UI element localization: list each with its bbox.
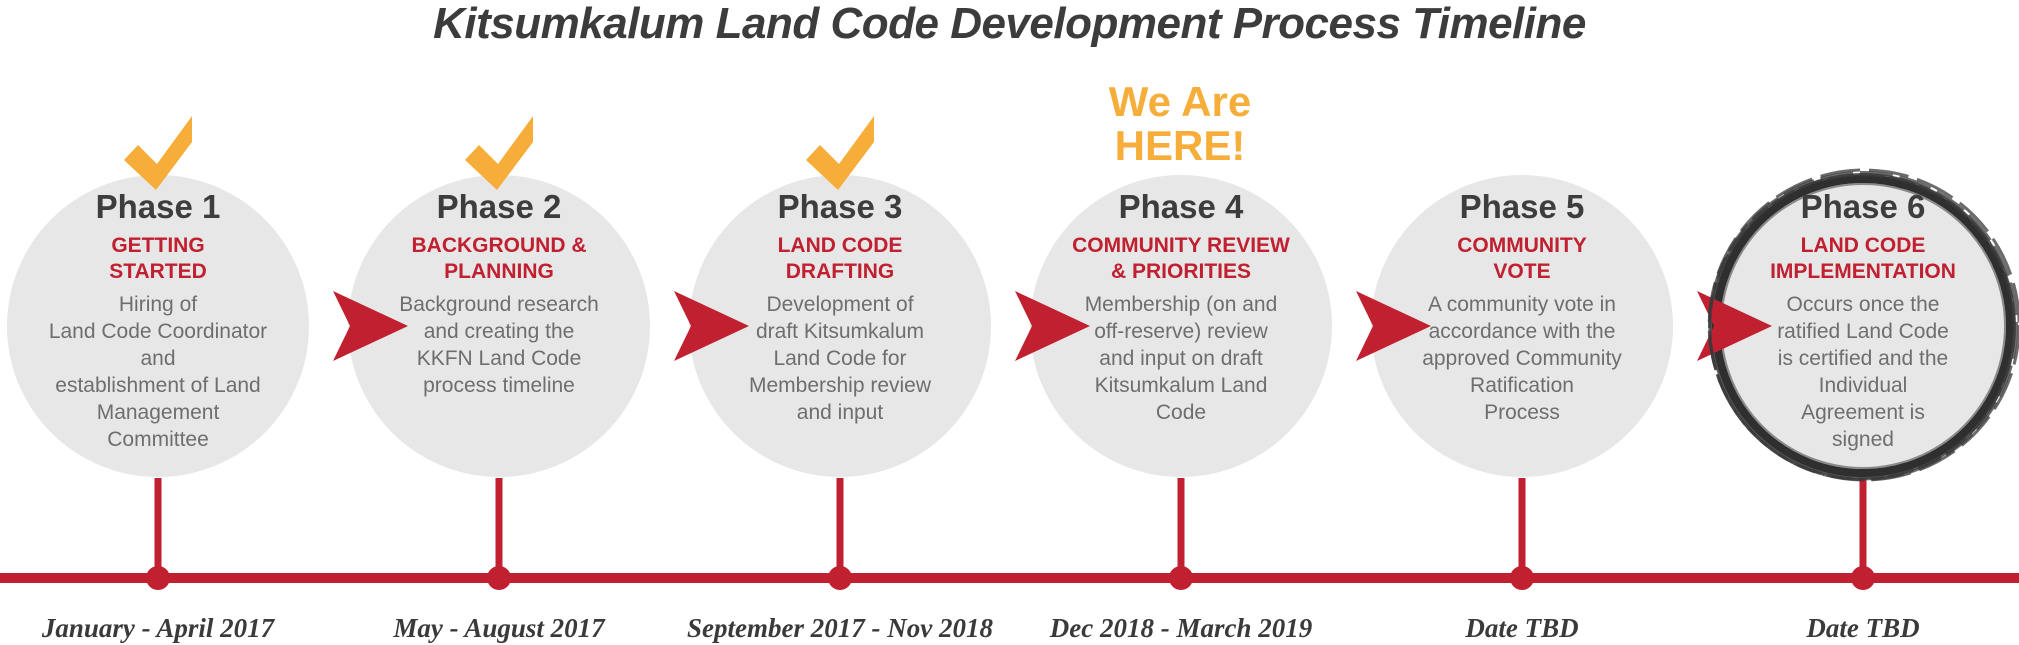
phase-title: Phase 1 bbox=[95, 188, 221, 225]
timeline-stem bbox=[836, 478, 844, 578]
phase-subtitle-line: VOTE bbox=[1493, 260, 1551, 283]
phase-description-line: Hiring of bbox=[118, 293, 198, 316]
timeline-node bbox=[1510, 566, 1534, 590]
phase-description-line: Land Code for bbox=[773, 347, 907, 370]
phase-subtitle: GETTING STARTED bbox=[7, 233, 309, 285]
phase-date: Date TBD bbox=[1465, 613, 1579, 643]
phase-description-line: Occurs once the bbox=[1786, 293, 1940, 316]
chevron-right-icon bbox=[1697, 291, 1772, 361]
phase-title: Phase 4 bbox=[1118, 188, 1244, 225]
phase-date: May - August 2017 bbox=[393, 613, 605, 643]
phase-subtitle-line: PLANNING bbox=[444, 260, 554, 283]
phase-subtitle: LAND CODE DRAFTING bbox=[689, 233, 991, 285]
phase-description-line: Membership (on and bbox=[1084, 293, 1278, 316]
checkmark-icon bbox=[806, 116, 874, 190]
phase-date: Dec 2018 - March 2019 bbox=[1049, 613, 1313, 643]
timeline-stem bbox=[495, 478, 503, 578]
phase-subtitle: LAND CODE IMPLEMENTATION bbox=[1720, 233, 2006, 285]
phase-title: Phase 5 bbox=[1459, 188, 1585, 225]
phase-description: Membership (on and off-reserve) review and… bbox=[1030, 291, 1332, 426]
phase-subtitle-line: & PRIORITIES bbox=[1110, 260, 1252, 283]
timeline-stem bbox=[1177, 478, 1185, 578]
current-marker-line-2: HERE! bbox=[1114, 122, 1246, 169]
phase-circle: Phase 1 GETTING STARTED Hiring of Land Code … bbox=[7, 175, 309, 477]
chevron-right-icon bbox=[1015, 291, 1090, 361]
current-marker-line-1: We Are bbox=[1108, 78, 1252, 125]
phase-description-line: Land Code Coordinator bbox=[48, 320, 268, 343]
phase-description-line: Ratification bbox=[1470, 374, 1574, 397]
timeline-stem bbox=[154, 478, 162, 578]
phase-description: Hiring of Land Code Coordinator and establi… bbox=[7, 291, 309, 453]
phase-description-line: Membership review bbox=[748, 374, 932, 397]
phase-subtitle: BACKGROUND & PLANNING bbox=[348, 233, 650, 285]
phase-description-line: accordance with the bbox=[1428, 320, 1616, 343]
phase-subtitle-line: COMMUNITY REVIEW bbox=[1072, 234, 1290, 257]
phase-description-line: approved Community bbox=[1422, 347, 1622, 370]
phase-subtitle-line: LAND CODE bbox=[1800, 234, 1926, 257]
phase-title: Phase 6 bbox=[1800, 188, 1926, 225]
phase-description-line: Management bbox=[96, 401, 220, 424]
phase-description-line: ratified Land Code bbox=[1777, 320, 1949, 343]
timeline-node bbox=[487, 566, 511, 590]
chevron-right-icon bbox=[1356, 291, 1431, 361]
phase-description-line: Code bbox=[1155, 401, 1207, 424]
phase-date: September 2017 - Nov 2018 bbox=[687, 613, 993, 643]
phase-subtitle-line: DRAFTING bbox=[785, 260, 895, 283]
phase-description-line: Process bbox=[1484, 401, 1560, 424]
phase-circle: Phase 2 BACKGROUND & PLANNING Background re… bbox=[348, 175, 650, 477]
timeline-node bbox=[828, 566, 852, 590]
phase-subtitle-line: GETTING bbox=[111, 234, 205, 257]
timeline-bar bbox=[0, 573, 2019, 583]
phase-description-line: and creating the bbox=[423, 320, 575, 343]
timeline-node bbox=[1169, 566, 1193, 590]
phase-subtitle: COMMUNITY REVIEW & PRIORITIES bbox=[1030, 233, 1332, 285]
phase-description-line: process timeline bbox=[423, 374, 575, 397]
phase-subtitle-line: STARTED bbox=[109, 260, 207, 283]
current-phase-marker: We Are HERE! bbox=[1080, 80, 1280, 168]
phase-description-line: Background research bbox=[399, 293, 599, 316]
checkmark-icon bbox=[465, 116, 533, 190]
phase-description-line: A community vote in bbox=[1428, 293, 1616, 316]
phase-description-line: and input bbox=[796, 401, 884, 424]
phase-subtitle-line: IMPLEMENTATION bbox=[1770, 260, 1956, 283]
timeline-stem bbox=[1859, 478, 1867, 578]
phase-description-line: off-reserve) review bbox=[1094, 320, 1268, 343]
phase-subtitle-line: LAND CODE bbox=[777, 234, 903, 257]
phase-description: A community vote in accordance with the ap… bbox=[1371, 291, 1673, 426]
phase-description-line: Individual bbox=[1818, 374, 1908, 397]
phase-title: Phase 3 bbox=[777, 188, 903, 225]
chevron-right-icon bbox=[674, 291, 749, 361]
phase-subtitle-line: COMMUNITY bbox=[1457, 234, 1587, 257]
phase-description-line: draft Kitsumkalum bbox=[755, 320, 925, 343]
checkmark-icon bbox=[124, 116, 192, 190]
phase-description: Occurs once the ratified Land Code is cert… bbox=[1720, 291, 2006, 453]
brush-ring-decoration bbox=[1708, 171, 2018, 481]
phase-description-line: Development of bbox=[766, 293, 914, 316]
timeline-node bbox=[1851, 566, 1875, 590]
phase-description-line: Agreement is bbox=[1801, 401, 1925, 424]
phase-date: Date TBD bbox=[1806, 613, 1920, 643]
phase-subtitle-line: BACKGROUND & bbox=[411, 234, 587, 257]
phase-description-line: Committee bbox=[107, 428, 209, 451]
chevron-right-icon bbox=[333, 291, 408, 361]
phase-description-line: and input on draft bbox=[1099, 347, 1263, 370]
timeline-node bbox=[146, 566, 170, 590]
phase-description-line: establishment of Land bbox=[55, 374, 261, 397]
phase-date: January - April 2017 bbox=[41, 613, 275, 643]
phase-description-line: signed bbox=[1832, 428, 1894, 451]
phase-description-line: and bbox=[140, 347, 176, 370]
phase-subtitle: COMMUNITY VOTE bbox=[1371, 233, 1673, 285]
phase-description-line: KKFN Land Code bbox=[416, 347, 582, 370]
phase-description-line: is certified and the bbox=[1777, 347, 1949, 370]
timeline-stem bbox=[1518, 478, 1526, 578]
phase-title: Phase 2 bbox=[436, 188, 562, 225]
phase-description-line: Kitsumkalum Land bbox=[1094, 374, 1268, 397]
diagram-title: Kitsumkalum Land Code Development Proces… bbox=[433, 0, 1586, 48]
